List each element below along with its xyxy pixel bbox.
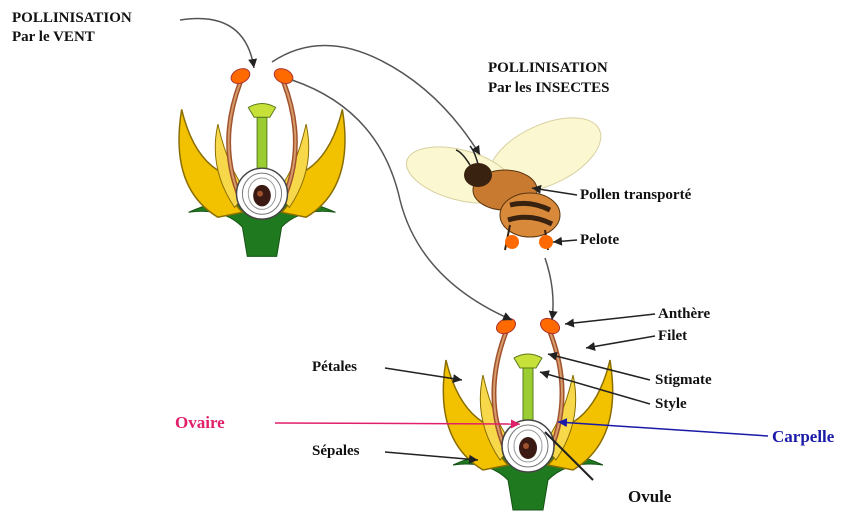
label-pelote: Pelote bbox=[580, 232, 619, 249]
label-pollen: Pollen transporté bbox=[580, 187, 691, 204]
label-sepales: Sépales bbox=[312, 443, 360, 460]
bee-illustration bbox=[400, 102, 612, 250]
flower-insect bbox=[443, 315, 612, 510]
wind-arrow bbox=[180, 19, 254, 68]
title-wind-line2: Par le VENT bbox=[12, 29, 95, 46]
flower-wind bbox=[179, 66, 345, 257]
label-ovaire: Ovaire bbox=[175, 413, 225, 433]
title-insect-line1: POLLINISATION bbox=[488, 60, 608, 77]
label-style: Style bbox=[655, 396, 687, 413]
label-petales: Pétales bbox=[312, 359, 357, 376]
label-filet: Filet bbox=[658, 328, 687, 345]
label-carpelle: Carpelle bbox=[772, 427, 834, 447]
label-anthere: Anthère bbox=[658, 306, 710, 323]
label-ovule: Ovule bbox=[628, 487, 671, 507]
label-stigmate: Stigmate bbox=[655, 372, 712, 389]
bee-to-flower-arrow bbox=[545, 258, 553, 320]
title-insect-line2: Par les INSECTES bbox=[488, 80, 609, 97]
title-wind-line1: POLLINISATION bbox=[12, 10, 132, 27]
